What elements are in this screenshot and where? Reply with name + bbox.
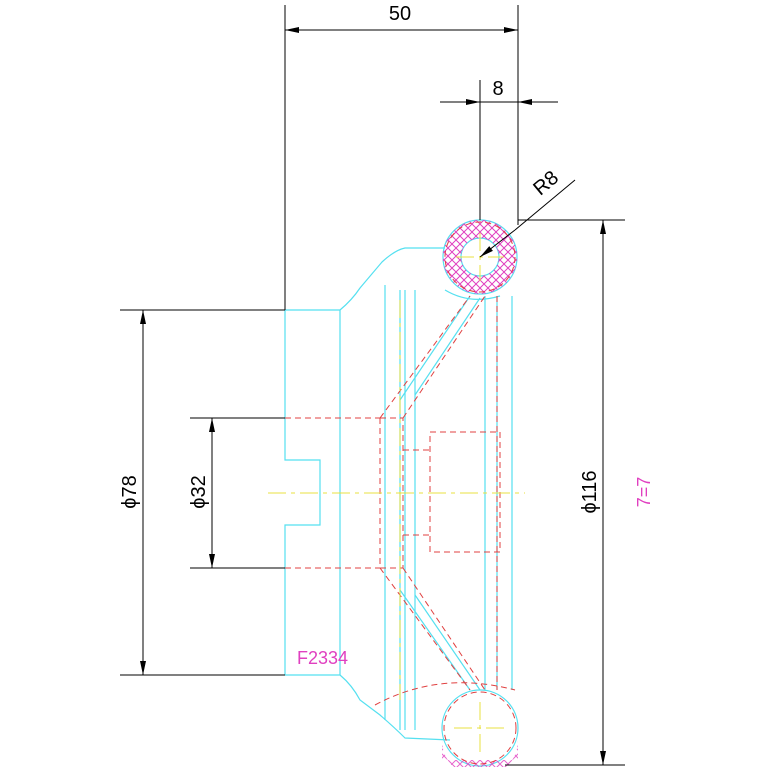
bottom-lug-hatch [442,740,518,767]
dim-78-label: ϕ78 [119,475,141,508]
dim-r8-label: R8 [529,167,563,200]
center-lines [268,233,525,754]
dim-32-label: ϕ32 [188,475,210,508]
dim-50-label: 50 [389,3,411,25]
lug-section-hatch [443,220,517,294]
dimension-lines [120,5,625,766]
ratio-note: 7=7 [634,477,654,508]
dim-116-label: ϕ116 [579,470,601,513]
part-code-note: F2334 [297,648,348,668]
dim-8-label: 8 [492,78,503,100]
